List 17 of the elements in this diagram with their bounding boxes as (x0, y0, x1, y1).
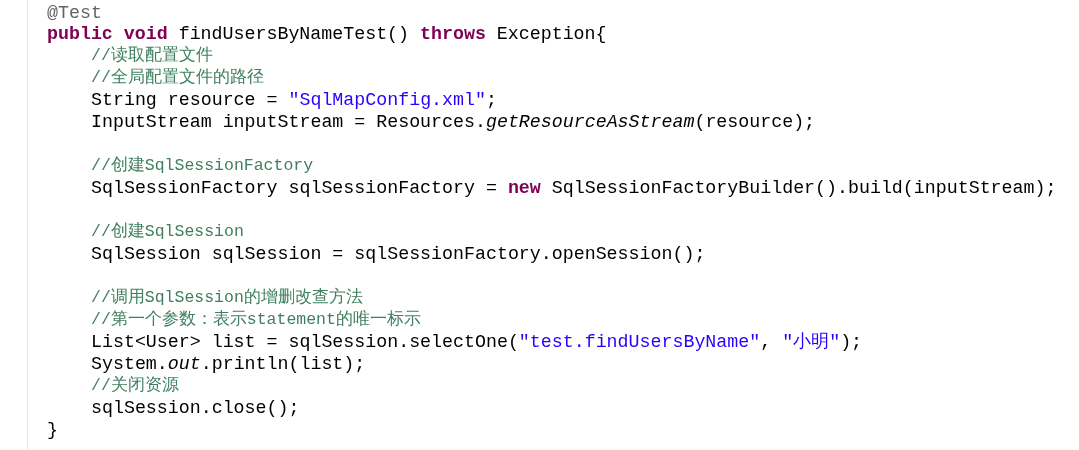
code-line: public void findUsersByNameTest() throws Exception{ (47, 23, 607, 45)
code-annotation: @Test (47, 2, 102, 24)
code-comment: //读取配置文件 (91, 45, 213, 67)
code-line: String resource = "SqlMapConfig.xml"; (91, 89, 497, 111)
code-line: List<User> list = sqlSession.selectOne("test.findUsersByName", "小明"); (91, 331, 863, 353)
code-line: } (47, 419, 58, 441)
code-comment: //调用SqlSession的增删改查方法 (91, 287, 363, 309)
code-comment: //创建SqlSession (91, 221, 244, 243)
code-line: sqlSession.close(); (91, 397, 300, 419)
code-line: System.out.println(list); (91, 353, 366, 375)
code-comment: //第一个参数：表示statement的唯一标示 (91, 309, 421, 331)
code-comment: //关闭资源 (91, 375, 179, 397)
code-line: SqlSession sqlSession = sqlSessionFactory.openSession(); (91, 243, 706, 265)
code-line: InputStream inputStream = Resources.getResourceAsStream(resource); (91, 111, 816, 133)
code-comment: //全局配置文件的路径 (91, 67, 264, 89)
code-comment: //创建SqlSessionFactory (91, 155, 314, 177)
code-line: SqlSessionFactory sqlSessionFactory = new SqlSessionFactoryBuilder().build(inputStream); (91, 177, 1057, 199)
